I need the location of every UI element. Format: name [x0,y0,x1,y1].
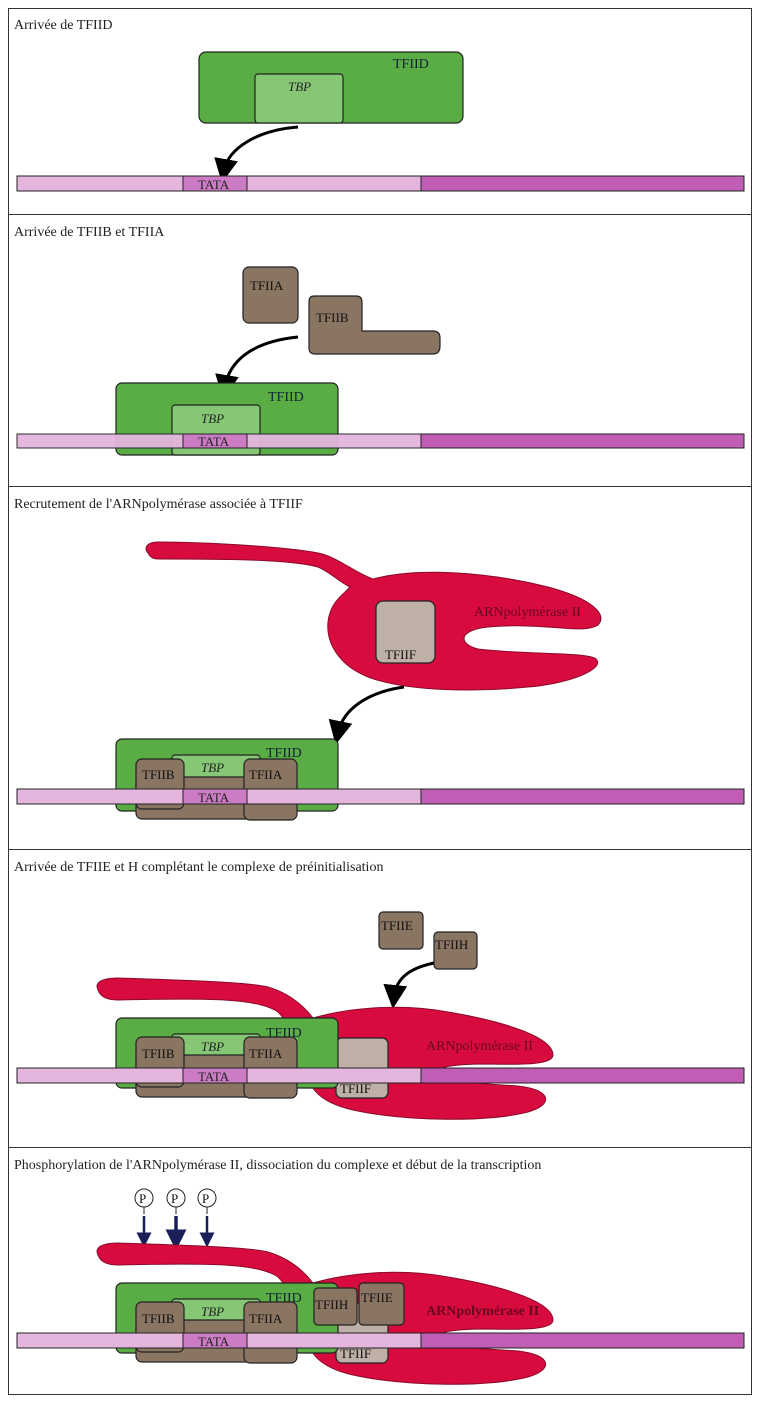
phosphate-label: P [202,1191,209,1206]
panel-2: Arrivée de TFIIB et TFIIA TFIIA TFIIB TF… [8,215,752,487]
tfiib-protein: TFIIB [308,295,441,355]
tata-label: TATA [198,177,230,192]
panel-title: Arrivée de TFIID [14,18,113,33]
tfiib-label: TFIIB [316,310,349,325]
phosphate-icon: P [197,1188,217,1248]
tbp-label: TBP [201,411,224,426]
panel-1: Arrivée de TFIID TFIID TBP TATA [8,8,752,215]
preinitiation-core: TFIID TBP TFIIB TFIIA [115,738,339,821]
tata-box [182,788,248,805]
tfiia-protein: TFIIA [242,266,299,324]
panel-4: Arrivée de TFIIE et H complétant le comp… [8,850,752,1148]
tata-box [182,1332,248,1349]
tata-box [182,175,248,192]
preinitiation-core: TFIID TBP TFIIB TFIIA [115,1282,339,1364]
polymerase-label: ARNpolymérase II [474,605,581,620]
tfiia-label: TFIIA [249,1046,283,1061]
dna-strand: TATA [16,175,745,192]
tfiia-label: TFIIA [249,767,283,782]
tfiif-label: TFIIF [340,1346,371,1361]
phosphate-label: P [139,1191,146,1206]
panel-title: Arrivée de TFIIB et TFIIA [14,225,165,240]
polymerase-label: ARNpolymérase II [426,1304,539,1319]
phosphate-icon: P [165,1188,187,1251]
panel-title: Arrivée de TFIIE et H complétant le comp… [14,860,384,875]
tata-label: TATA [198,434,230,449]
tbp-label: TBP [201,1304,224,1319]
tata-label: TATA [198,790,230,805]
tfiif-box [375,600,436,664]
phosphate-icon: P [134,1188,154,1248]
tfiia-label: TFIIA [249,1311,283,1326]
arrow-icon [328,685,405,745]
figure-frame [8,8,752,1395]
tfiif-label: TFIIF [385,647,416,662]
arrow-icon [383,961,435,1009]
phosphate-groups: P P P [134,1188,217,1251]
panel-title: Phosphorylation de l'ARNpolymérase II, d… [14,1158,542,1173]
panel-5-diagram: P P P ARNpolymérase II TFIIF [16,1188,745,1385]
tfiie-label: TFIIE [361,1290,393,1305]
tfiid-complex: TFIID TBP [198,51,464,124]
panel-2-diagram: TFIIA TFIIB TFIID TBP TATA [16,266,745,456]
panel-3: Recrutement de l'ARNpolymérase associée … [8,487,752,850]
panel-5: Phosphorylation de l'ARNpolymérase II, d… [8,1148,752,1395]
tbp-label: TBP [288,79,311,94]
tfiib-label: TFIIB [142,767,175,782]
tbp-box [254,73,344,124]
tfiib-label: TFIIB [142,1046,175,1061]
tbp-label: TBP [201,1039,224,1054]
tbp-label: TBP [201,760,224,775]
tfiid-label: TFIID [268,390,304,405]
panel-title: Recrutement de l'ARNpolymérase associée … [14,497,303,512]
dna-strand: TATA [16,433,745,449]
panel-1-diagram: TFIID TBP TATA [16,51,745,192]
tfiif-label: TFIIF [340,1081,371,1096]
panel-4-diagram: TFIIE TFIIH ARNpolymérase II TFIIF TFIID… [16,911,745,1120]
arrow-icon [215,335,299,399]
panel-3-diagram: TFIIF ARNpolymérase II TFIID TBP TFIIB T… [16,541,745,821]
preinitiation-core: TFIID TBP TFIIB TFIIA [115,1017,339,1099]
dna-strand: TATA [16,1332,745,1349]
tfiih-label: TFIIH [315,1297,348,1312]
dna-strand: TATA [16,788,745,805]
tfiih-label: TFIIH [435,937,468,952]
tfiie-protein: TFIIE [378,911,424,950]
tfiid-label: TFIID [266,746,302,761]
dna-strand: TATA [16,1067,745,1084]
rna-polymerase-ii: TFIIF ARNpolymérase II [145,541,602,691]
tfiih-protein: TFIIH [433,931,478,970]
arrow-icon [214,125,299,183]
tfiih-protein: TFIIH [313,1287,358,1326]
tata-box [182,433,248,449]
tata-label: TATA [198,1069,230,1084]
tfiie-protein: TFIIE [358,1282,405,1326]
tfiie-label: TFIIE [381,918,413,933]
polymerase-label: ARNpolymérase II [426,1039,533,1054]
tata-box [182,1067,248,1084]
tfiid-label: TFIID [393,57,429,72]
tfiia-label: TFIIA [250,278,284,293]
phosphate-label: P [171,1191,178,1206]
tfiib-label: TFIIB [142,1311,175,1326]
tata-label: TATA [198,1334,230,1349]
